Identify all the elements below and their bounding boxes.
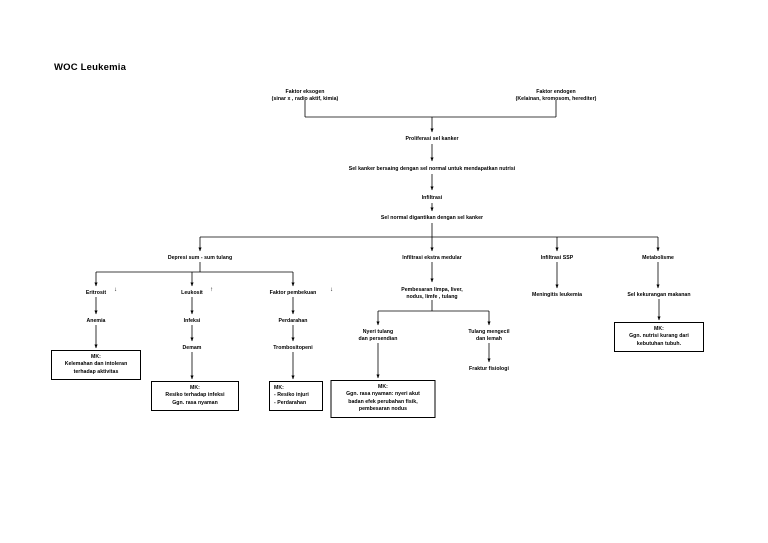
node-infeksi: Infeksi	[183, 318, 201, 324]
node-leukosit: Leukosit	[181, 290, 203, 296]
node-eritrosit: Eritrosit	[85, 290, 107, 296]
node-trombositopeni: Trombositopeni	[273, 345, 313, 351]
node-mk-gangguan-nutrisi: MK: Ggn. nutrisi kurang dari kebutuhan t…	[614, 322, 704, 353]
node-mk-kelemahan-intoleran: MK: Kelemahan dan intoleran terhadap akt…	[51, 350, 141, 381]
node-faktor-pembekuan: Faktor pembekuan	[269, 290, 317, 296]
node-metabolisme: Metabolisme	[642, 255, 674, 261]
arrow-up-icon-leukosit: ↑	[210, 287, 213, 293]
page-title: WOC Leukemia	[54, 62, 127, 73]
node-infiltrasi-ssp: Infiltrasi SSP	[540, 255, 574, 261]
node-faktor-endogen: Faktor endogen (Kelainan, kromosom, here…	[515, 89, 597, 103]
node-tulang-mengecil: Tulang mengecil dan lemah	[468, 329, 510, 343]
node-anemia: Anemia	[86, 318, 106, 324]
arrow-down-icon-eritrosit: ↓	[114, 287, 117, 293]
node-sel-kekurangan-makanan: Sel kekurangan makanan	[627, 292, 691, 298]
arrow-down-icon-faktor-pembekuan: ↓	[330, 287, 333, 293]
node-proliferasi-sel-kanker: Proliferasi sel kanker	[405, 136, 459, 142]
node-depresi-sumsum-tulang: Depresi sum - sum tulang	[167, 255, 233, 261]
node-mk-resiko-injuri: MK: - Resiko injuri - Perdarahan	[269, 381, 323, 412]
node-nyeri-tulang: Nyeri tulang dan persendian	[358, 329, 398, 343]
node-infiltrasi: Infiltrasi	[421, 195, 443, 201]
node-sel-normal-digantikan: Sel normal digantikan dengan sel kanker	[380, 215, 484, 221]
node-faktor-eksogen: Faktor eksogen (sinar x , radio aktif, k…	[271, 89, 339, 103]
node-fraktur-fisiologi: Fraktur fisiologi	[469, 366, 509, 372]
node-infiltrasi-ekstra-medular: Infiltrasi ekstra medular	[402, 255, 462, 261]
node-perdarahan: Perdarahan	[278, 318, 308, 324]
node-sel-kanker-bersaing: Sel kanker bersaing dengan sel normal un…	[348, 166, 516, 172]
node-meningitis-leukemia: Meningitis leukemia	[531, 292, 583, 298]
node-demam: Demam	[182, 345, 202, 351]
node-mk-resiko-infeksi: MK: Resiko terhadap infeksi Ggn. rasa ny…	[151, 381, 239, 412]
node-pembesaran-organ: Pembesaran limpa, liver, nodus, limfe , …	[401, 287, 463, 301]
node-mk-gangguan-rasa-nyaman: MK: Ggn. rasa nyaman: nyeri akut badan e…	[330, 380, 436, 418]
